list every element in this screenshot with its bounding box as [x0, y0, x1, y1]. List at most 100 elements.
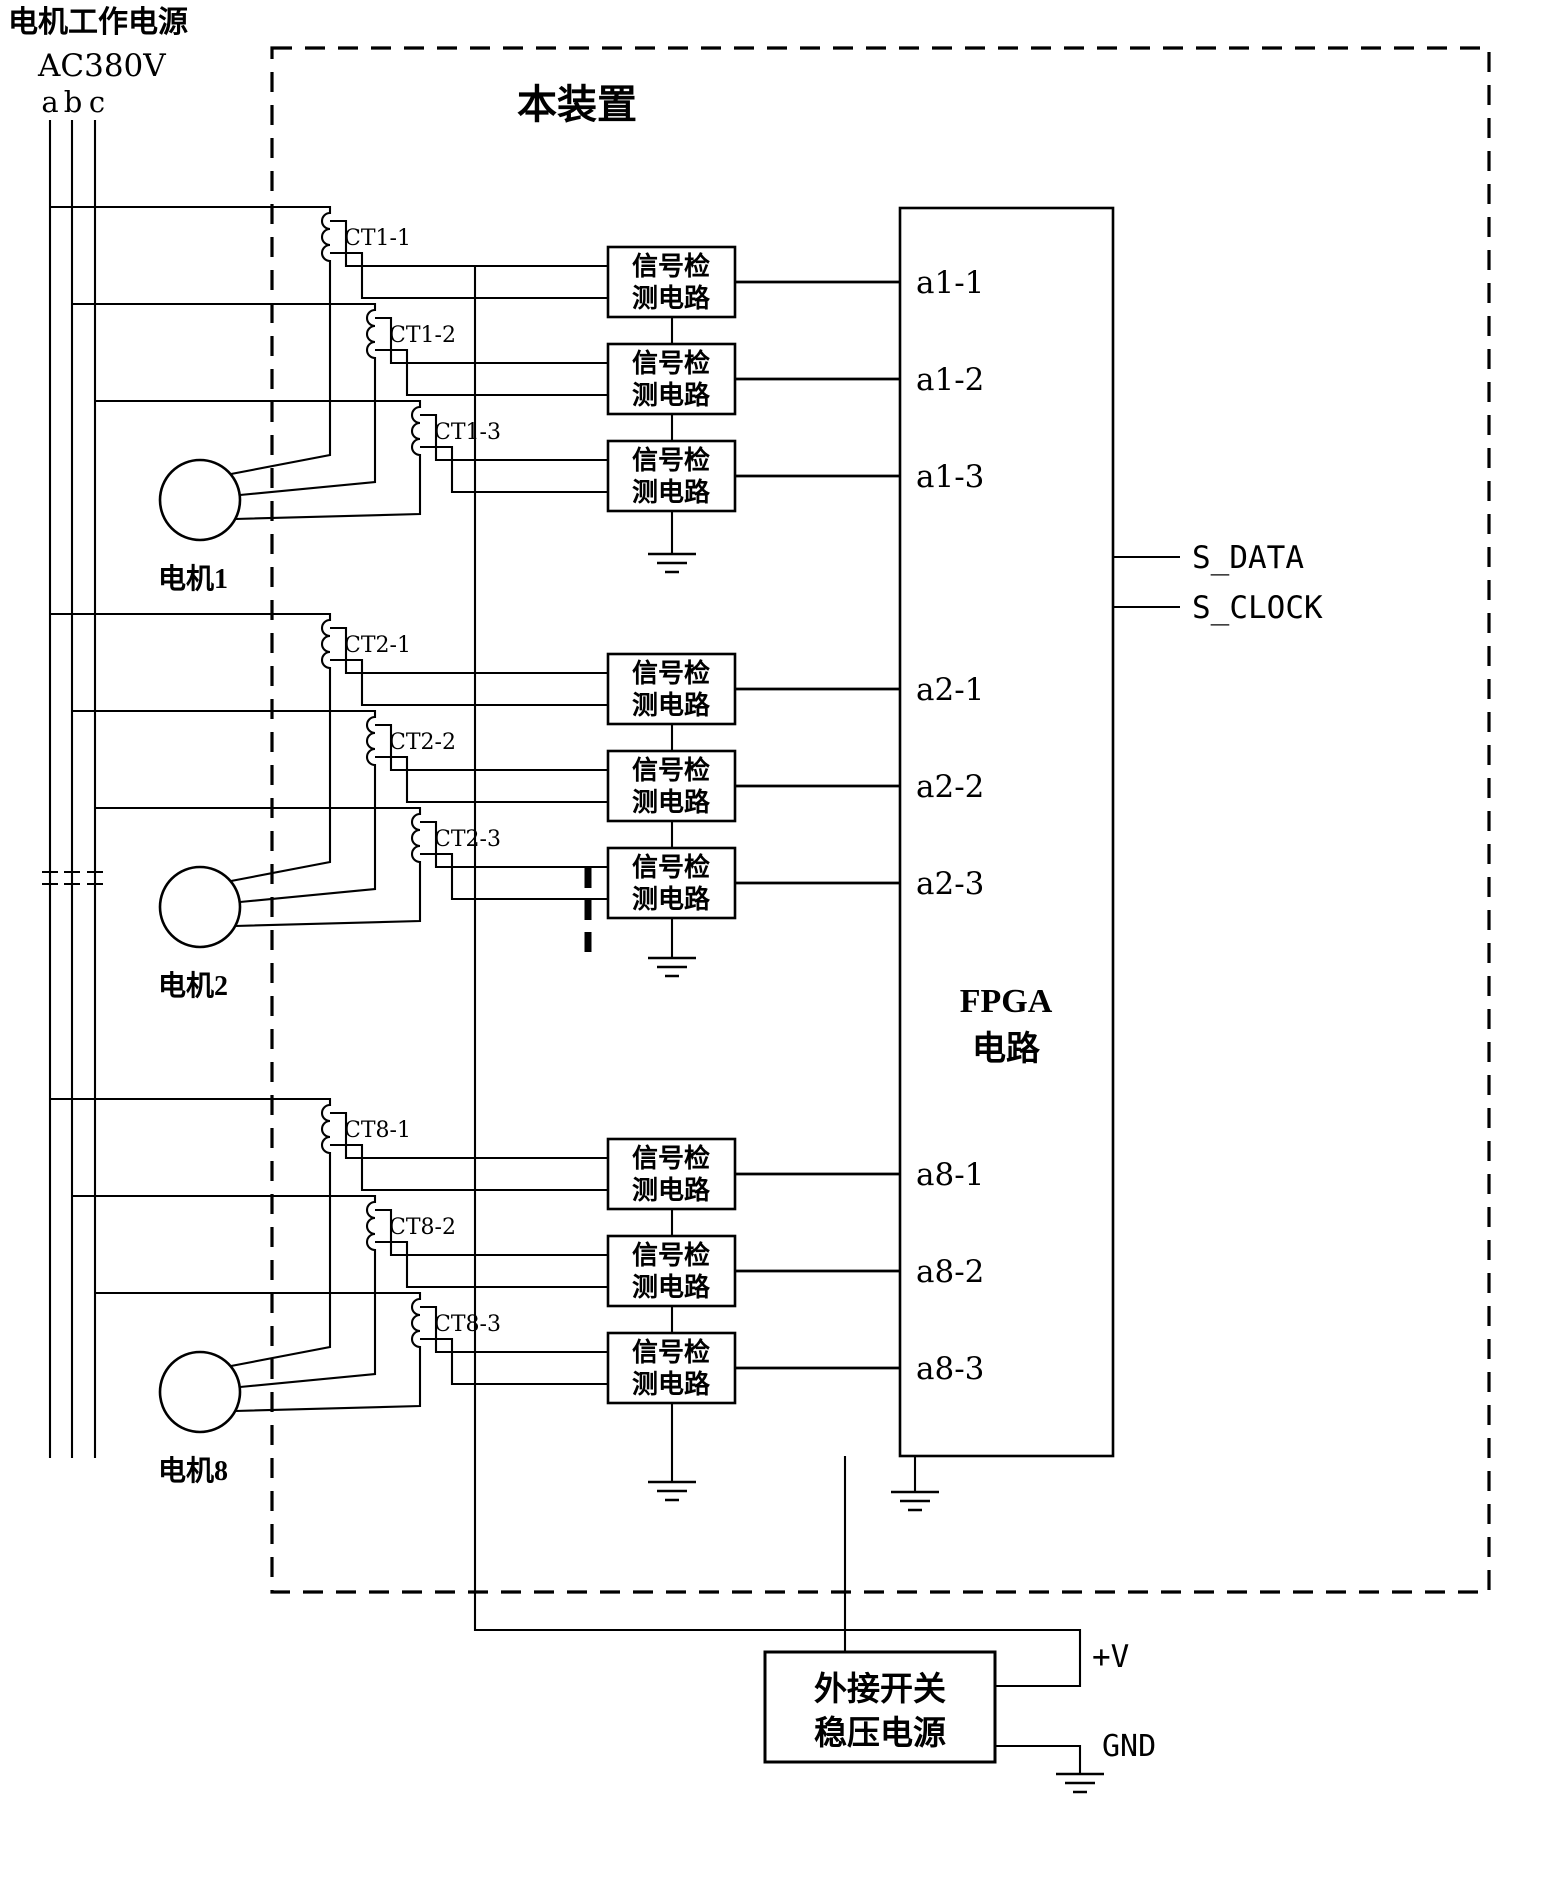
ct-label: CT1-3: [434, 420, 501, 445]
supply-title: 电机工作电源: [8, 6, 188, 39]
ct-label: CT1-2: [389, 323, 456, 348]
detector-label: 信号检: [632, 251, 710, 281]
fpga-pin-a2-1: a2-1: [916, 672, 984, 708]
detector-label: 测电路: [632, 477, 711, 507]
ct-label: CT8-3: [434, 1312, 501, 1337]
motor-circle-1: [158, 458, 242, 542]
detector-label: 信号检: [632, 1143, 710, 1173]
device-boundary: [270, 46, 1491, 1594]
detector-label: 测电路: [632, 690, 711, 720]
ct-secondary-wire: [375, 316, 608, 397]
ct-label: CT8-1: [344, 1118, 411, 1143]
ct-label: CT1-1: [344, 226, 411, 251]
detector-box: [606, 846, 737, 920]
detector-label: 测电路: [632, 884, 711, 914]
detector-label: 测电路: [632, 283, 711, 313]
motor-group-2: CT2-1 CT2-2 CT2-3 电机2 信号检 测电路 信号检 测电路 信号…: [50, 612, 737, 1002]
power-supply-label-2: 稳压电源: [814, 1715, 946, 1752]
ct-secondary-wire: [420, 1305, 608, 1386]
phase-wire-ct2-2: [72, 709, 377, 904]
detector-label: 信号检: [632, 658, 710, 688]
detector-label: 信号检: [632, 755, 710, 785]
fpga-label-2: 电路: [972, 1030, 1041, 1068]
motor-group-1: CT1-1 CT1-2 CT1-3 电机1 信号检 测电路 信号检 测电路 信号…: [50, 205, 737, 595]
ct-secondary-wire: [420, 820, 608, 901]
sclock-label: S_CLOCK: [1192, 590, 1323, 626]
detector-label: 测电路: [632, 1272, 711, 1302]
fpga-pin-a2-2: a2-2: [916, 769, 984, 805]
ground-symbol: [1056, 1772, 1104, 1794]
phase-label-a: a: [41, 85, 58, 119]
ct-label: CT2-3: [434, 827, 501, 852]
detector-label: 测电路: [632, 1369, 711, 1399]
motor-label-8: 电机8: [158, 1455, 228, 1487]
detector-box: [606, 1234, 737, 1308]
detector-label: 信号检: [632, 1240, 710, 1270]
gnd-label: GND: [1102, 1729, 1156, 1764]
ct-secondary-wire: [330, 626, 608, 707]
ct-secondary-wire: [330, 219, 608, 300]
ground-symbol: [648, 1480, 696, 1502]
detector-label: 测电路: [632, 380, 711, 410]
phase-bus-lines: [48, 120, 97, 1458]
phase-wire-ct1-3: [95, 399, 422, 521]
motor-label-2: 电机2: [158, 970, 228, 1002]
detector-label: 信号检: [632, 445, 710, 475]
ground-symbol: [891, 1490, 939, 1512]
motor-label-1: 电机1: [158, 563, 228, 595]
ct-secondary-wire: [375, 723, 608, 804]
power-supply: 外接开关 稳压电源 +V GND: [763, 1639, 1156, 1794]
supply-voltage: AC380V: [37, 48, 166, 84]
fpga-label: FPGA: [960, 983, 1053, 1020]
gnd-wire: [995, 1744, 1082, 1774]
ground-symbol: [648, 552, 696, 574]
fpga-pin-a1-1: a1-1: [916, 265, 984, 301]
fpga-pin-a8-2: a8-2: [916, 1254, 984, 1290]
detector-box: [606, 652, 737, 726]
detector-label: 信号检: [632, 852, 710, 882]
detector-box: [606, 245, 737, 319]
ct-secondary-wire: [375, 1208, 608, 1289]
motor-circle-2: [158, 865, 242, 949]
ct-label: CT8-2: [389, 1215, 456, 1240]
detector-box: [606, 1331, 737, 1405]
sdata-label: S_DATA: [1192, 540, 1304, 576]
phase-wire-ct2-3: [95, 806, 422, 928]
power-supply-label: 外接开关: [814, 1671, 946, 1708]
detector-label: 信号检: [632, 1337, 710, 1367]
phase-label-b: b: [64, 85, 83, 119]
ct-secondary-wire: [330, 1111, 608, 1192]
fpga-pin-a2-3: a2-3: [916, 866, 984, 902]
phase-wire-ct8-2: [72, 1194, 377, 1389]
ground-symbol: [648, 956, 696, 978]
phase-wire-ct8-1: [50, 1097, 332, 1368]
detector-label: 测电路: [632, 1175, 711, 1205]
phase-wire-ct1-2: [72, 302, 377, 497]
device-title: 本装置: [517, 82, 637, 127]
fpga-pin-a1-2: a1-2: [916, 362, 984, 398]
vplus-bus: [473, 266, 1082, 1688]
phase-wire-ct1-1: [50, 205, 332, 476]
fpga-pin-a1-3: a1-3: [916, 459, 984, 495]
serial-output-wires: [1113, 555, 1180, 609]
fpga-pin-a8-1: a8-1: [916, 1157, 984, 1193]
ct-label: CT2-2: [389, 730, 456, 755]
motor-circle-8: [158, 1350, 242, 1434]
ct-secondary-wire: [420, 413, 608, 494]
fpga-pin-a8-3: a8-3: [916, 1351, 984, 1387]
detector-label: 测电路: [632, 787, 711, 817]
phase-wire-ct2-1: [50, 612, 332, 883]
vplus-label: +V: [1092, 1639, 1129, 1675]
signal-wires: [735, 280, 900, 1370]
phase-wire-ct8-3: [95, 1291, 422, 1413]
power-supply-box: [763, 1650, 997, 1764]
phase-break-marks: [42, 870, 103, 886]
fpga-box: [898, 206, 1115, 1458]
detector-box: [606, 1137, 737, 1211]
ct-label: CT2-1: [344, 633, 411, 658]
detector-box: [606, 439, 737, 513]
detector-label: 信号检: [632, 348, 710, 378]
phase-label-c: c: [89, 85, 105, 119]
